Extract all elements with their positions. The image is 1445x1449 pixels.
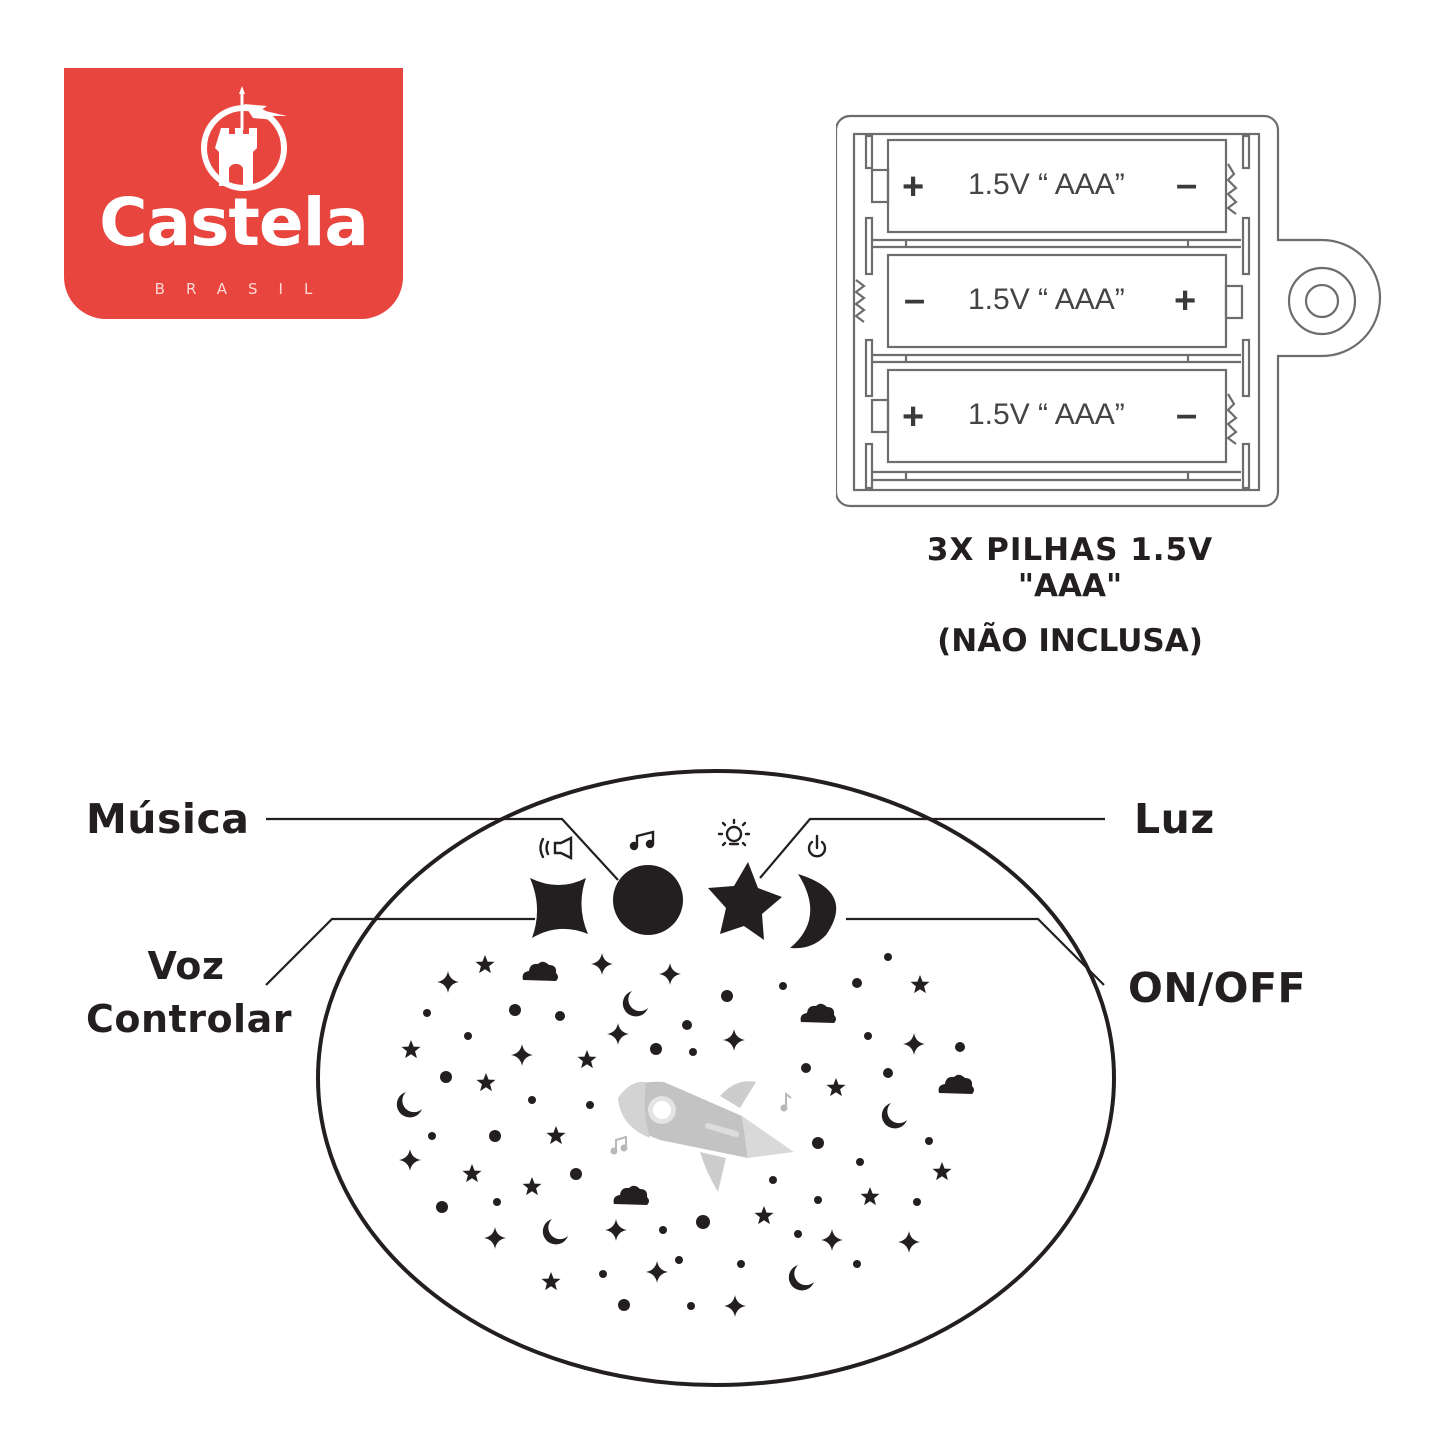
battery-caption: 3X PILHAS 1.5V "AAA" (NÃO INCLUSA)	[880, 530, 1260, 661]
cell-3-left-symbol: +	[902, 396, 925, 438]
music-note-icon	[629, 830, 655, 851]
battery-holder-outline	[836, 114, 1382, 508]
leader-lines	[265, 817, 1105, 986]
battery-caption-line-1: 3X PILHAS 1.5V	[926, 532, 1214, 568]
cell-1-label: 1.5V “ AAA”	[968, 168, 1125, 201]
faint-music-notes	[610, 1091, 792, 1155]
label-controlar: Controlar	[86, 997, 292, 1042]
brand-name: Castela	[99, 184, 369, 261]
cell-1-right-symbol: –	[1176, 164, 1198, 206]
power-button	[790, 874, 837, 949]
power-icon	[807, 834, 827, 858]
label-musica: Música	[86, 795, 250, 843]
cell-3-label: 1.5V “ AAA”	[968, 398, 1125, 431]
light-bulb-icon	[717, 818, 751, 847]
castle-with-flag-icon	[201, 86, 287, 191]
battery-caption-line-3: (NÃO INCLUSA)	[937, 622, 1203, 659]
speaker-sound-icon	[539, 836, 573, 860]
music-button	[613, 865, 683, 935]
battery-caption-line-2: "AAA"	[1017, 568, 1123, 605]
star-field	[396, 953, 974, 1317]
voice-control-button	[530, 878, 588, 938]
label-voz: Voz	[147, 944, 225, 988]
cell-2-label: 1.5V “ AAA”	[968, 283, 1125, 316]
castela-logo: Castela BRASIL	[64, 68, 403, 319]
cell-1-left-symbol: +	[902, 166, 925, 208]
cell-2-left-symbol: –	[904, 279, 926, 321]
label-luz: Luz	[1134, 795, 1215, 843]
label-voz-controlar: Voz Controlar	[86, 940, 292, 1046]
brand-subtitle: BRASIL	[154, 280, 334, 298]
device-outline	[316, 769, 1116, 1387]
light-button	[708, 862, 782, 940]
label-on-off: ON/OFF	[1128, 964, 1307, 1012]
cell-2-right-symbol: +	[1174, 280, 1197, 322]
rocket-illustration	[618, 1081, 794, 1192]
cell-3-right-symbol: –	[1176, 394, 1198, 436]
battery-compartment-diagram: + 1.5V “ AAA” – – 1.5V “ AAA” + + 1.5V “…	[836, 114, 1396, 510]
